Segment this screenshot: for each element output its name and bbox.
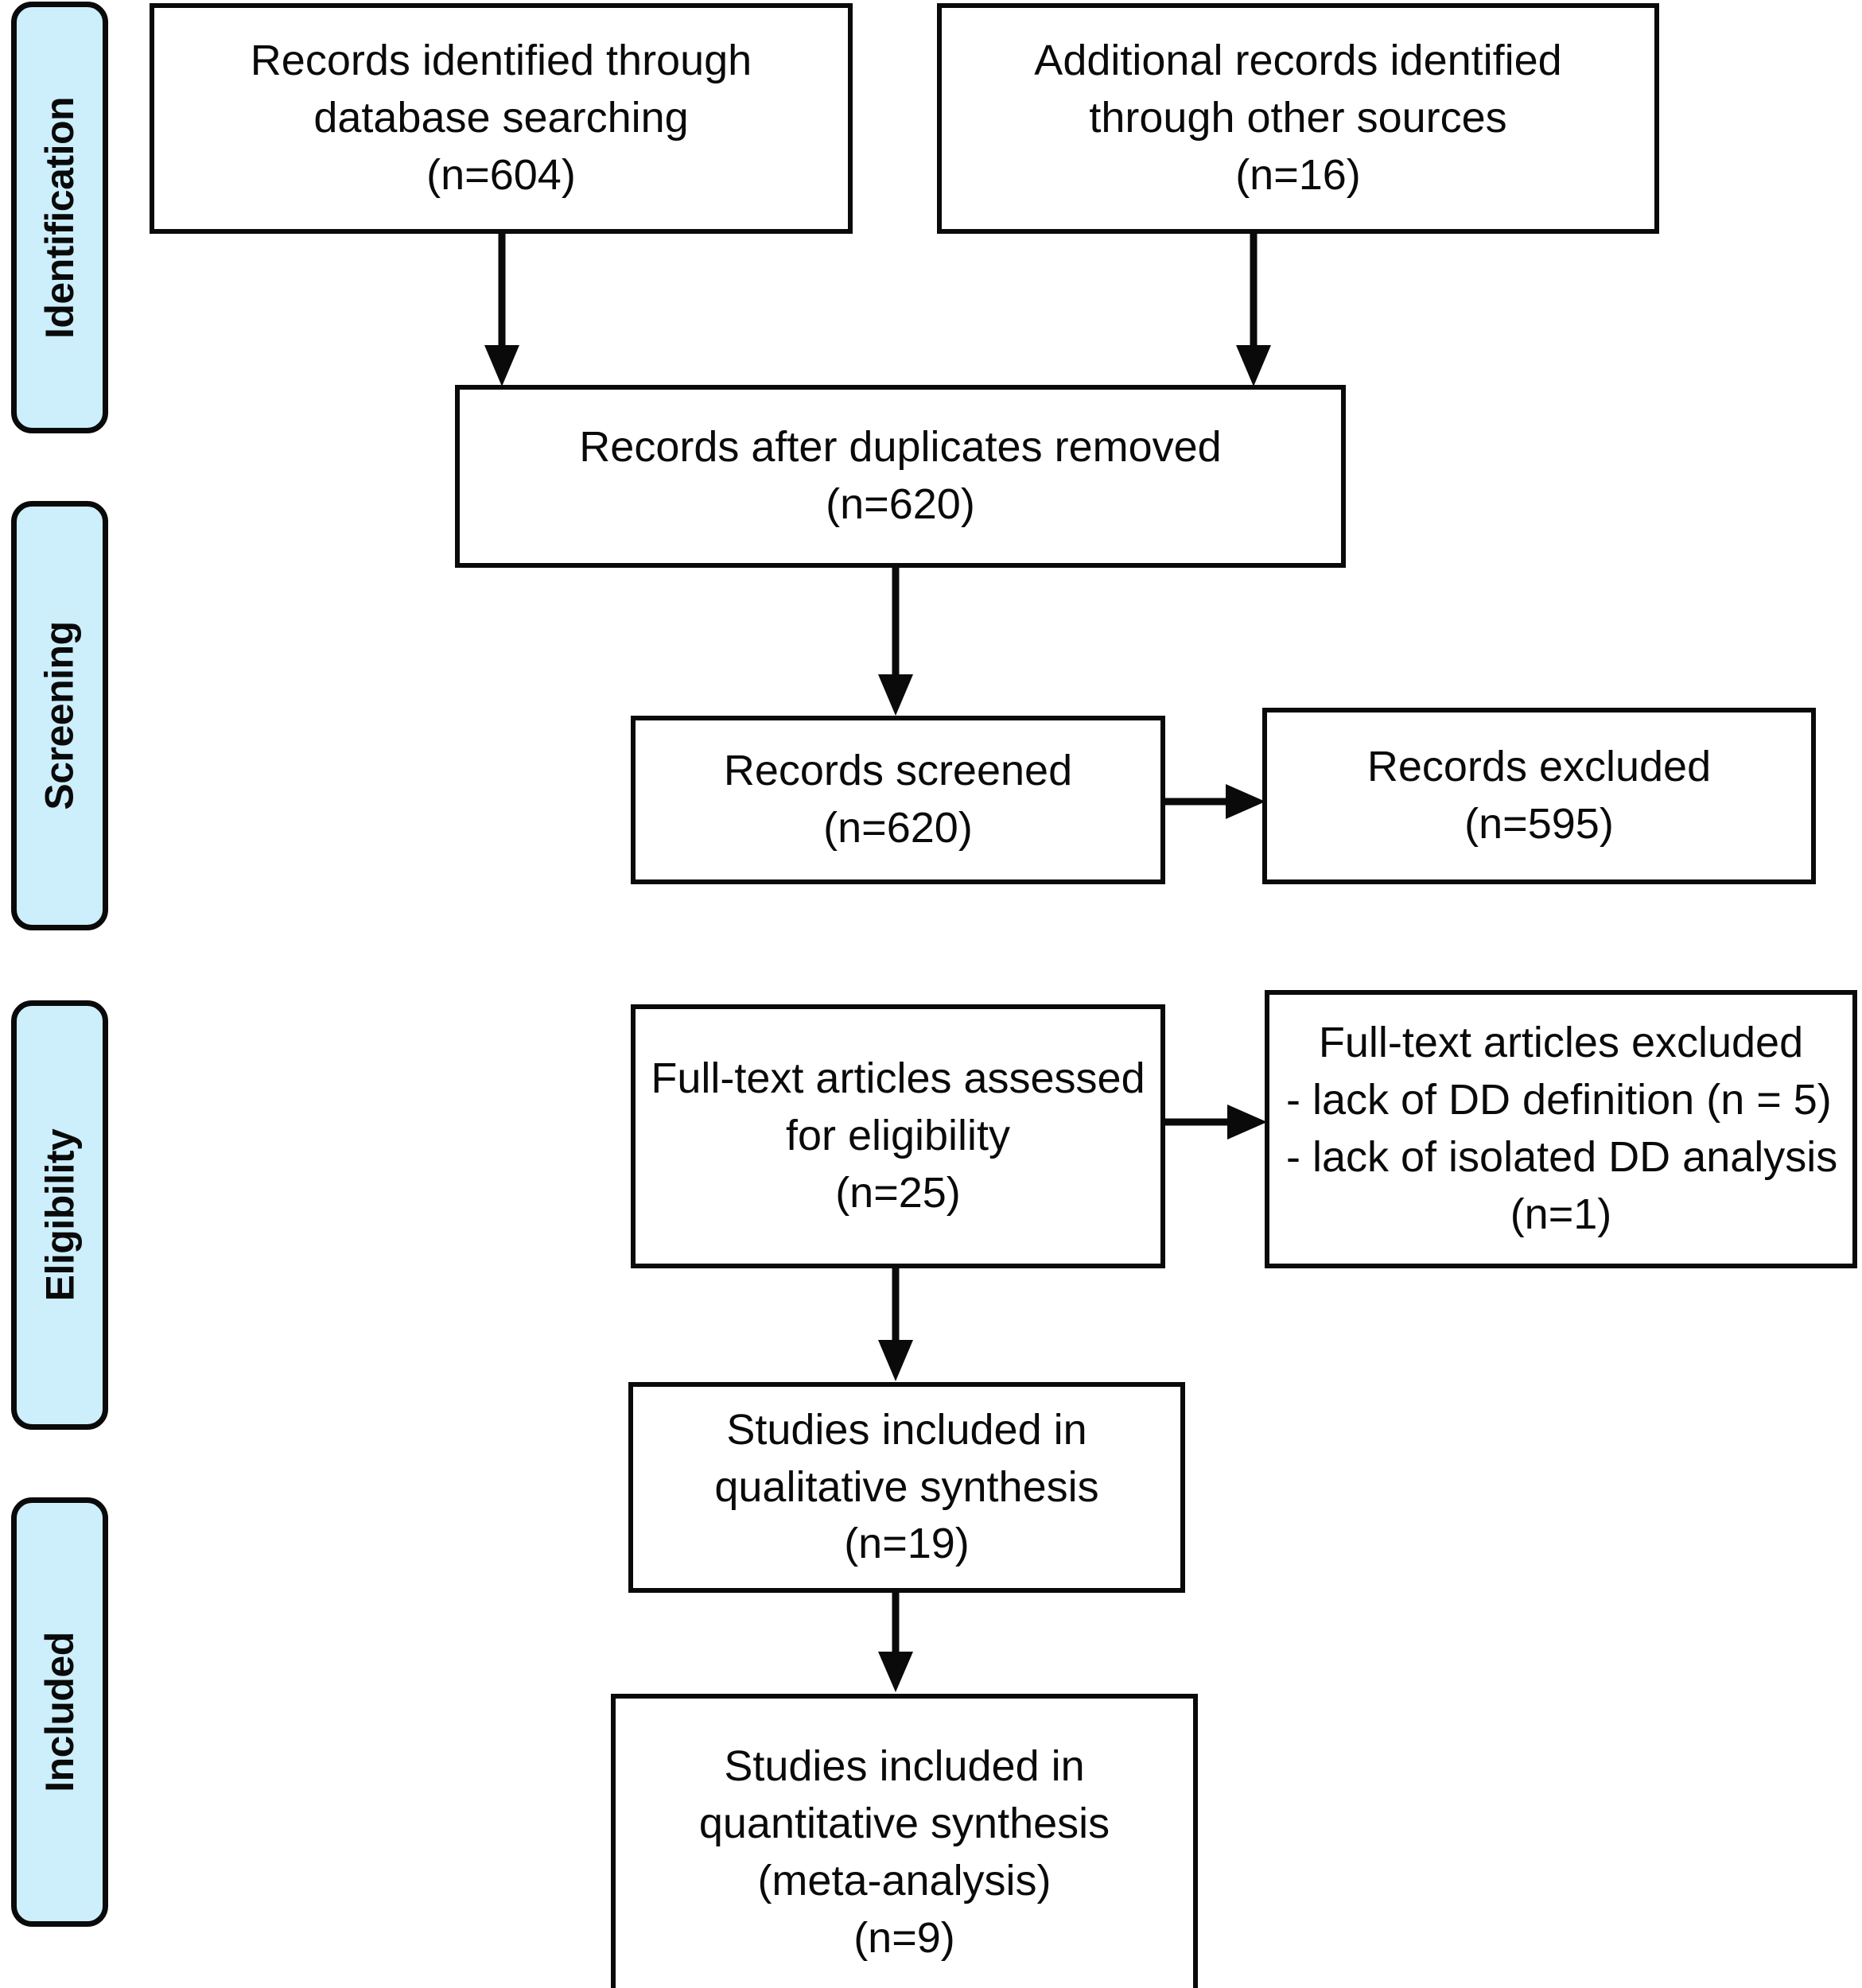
box-line: (n=604) [426, 150, 576, 199]
box-studies-qualitative-synthesis: Studies included in qualitative synthesi… [628, 1382, 1185, 1593]
box-line: qualitative synthesis [714, 1462, 1099, 1511]
box-line: (n=620) [823, 804, 973, 852]
box-line: (n=595) [1464, 800, 1614, 848]
box-studies-quantitative-synthesis: Studies included in quantitative synthes… [611, 1694, 1198, 1988]
box-fulltext-excluded: Full-text articles excluded - lack of DD… [1265, 990, 1857, 1268]
stage-tab-included: Included [11, 1497, 108, 1927]
box-line: (n=1) [1510, 1190, 1612, 1238]
stage-tab-included-label: Included [37, 1632, 83, 1792]
arrow-screened-to-excluded [1165, 775, 1269, 828]
box-line: quantitative synthesis [698, 1800, 1110, 1848]
box-records-after-duplicates-removed: Records after duplicates removed (n=620) [455, 385, 1346, 568]
box-line-bullet: - lack of DD definition (n = 5) [1286, 1076, 1832, 1124]
box-records-screened: Records screened (n=620) [631, 716, 1165, 884]
stage-tab-eligibility: Eligibility [11, 1000, 108, 1430]
box-line: Records excluded [1366, 743, 1712, 791]
box-line: Studies included in [724, 1742, 1085, 1791]
box-line: (n=9) [853, 1913, 955, 1962]
box-line: Full-text articles assessed [651, 1054, 1145, 1103]
box-line: through other sources [1089, 94, 1507, 142]
box-line: (n=620) [826, 480, 975, 528]
stage-tab-screening-label: Screening [37, 621, 82, 810]
stage-tab-eligibility-label: Eligibility [37, 1128, 82, 1302]
box-line: for eligibility [785, 1112, 1011, 1160]
arrow-qualitative-to-quantitative [871, 1593, 927, 1695]
stage-tab-identification-label: Identification [37, 96, 83, 339]
arrow-fulltext-assessed-to-excluded [1165, 1096, 1270, 1148]
box-additional-records-other-sources: Additional records identified through ot… [937, 3, 1659, 234]
box-line-bullet: - lack of isolated DD analysis [1286, 1133, 1838, 1181]
box-fulltext-assessed-eligibility: Full-text articles assessed for eligibil… [631, 1004, 1165, 1268]
arrow-fulltext-to-qualitative [871, 1268, 927, 1384]
stage-tab-identification: Identification [11, 2, 108, 433]
box-line: Records identified through [250, 37, 752, 85]
box-line: Studies included in [726, 1405, 1087, 1454]
box-line: database searching [313, 94, 689, 142]
box-line: (meta-analysis) [757, 1857, 1052, 1905]
box-line: Additional records identified [1034, 37, 1562, 85]
box-line: Full-text articles excluded [1318, 1019, 1804, 1067]
box-line: (n=19) [844, 1520, 970, 1568]
arrow-db-search-to-duplicates [477, 234, 533, 390]
box-line: (n=25) [835, 1168, 961, 1217]
box-records-excluded: Records excluded (n=595) [1262, 708, 1816, 884]
stage-tab-screening: Screening [11, 501, 108, 930]
box-line: (n=16) [1235, 150, 1361, 199]
box-line: Records after duplicates removed [579, 423, 1222, 472]
arrow-duplicates-to-screened [871, 568, 927, 719]
box-line: Records screened [723, 747, 1073, 795]
box-records-identified-database: Records identified through database sear… [150, 3, 853, 234]
arrow-other-sources-to-duplicates [1229, 234, 1285, 390]
